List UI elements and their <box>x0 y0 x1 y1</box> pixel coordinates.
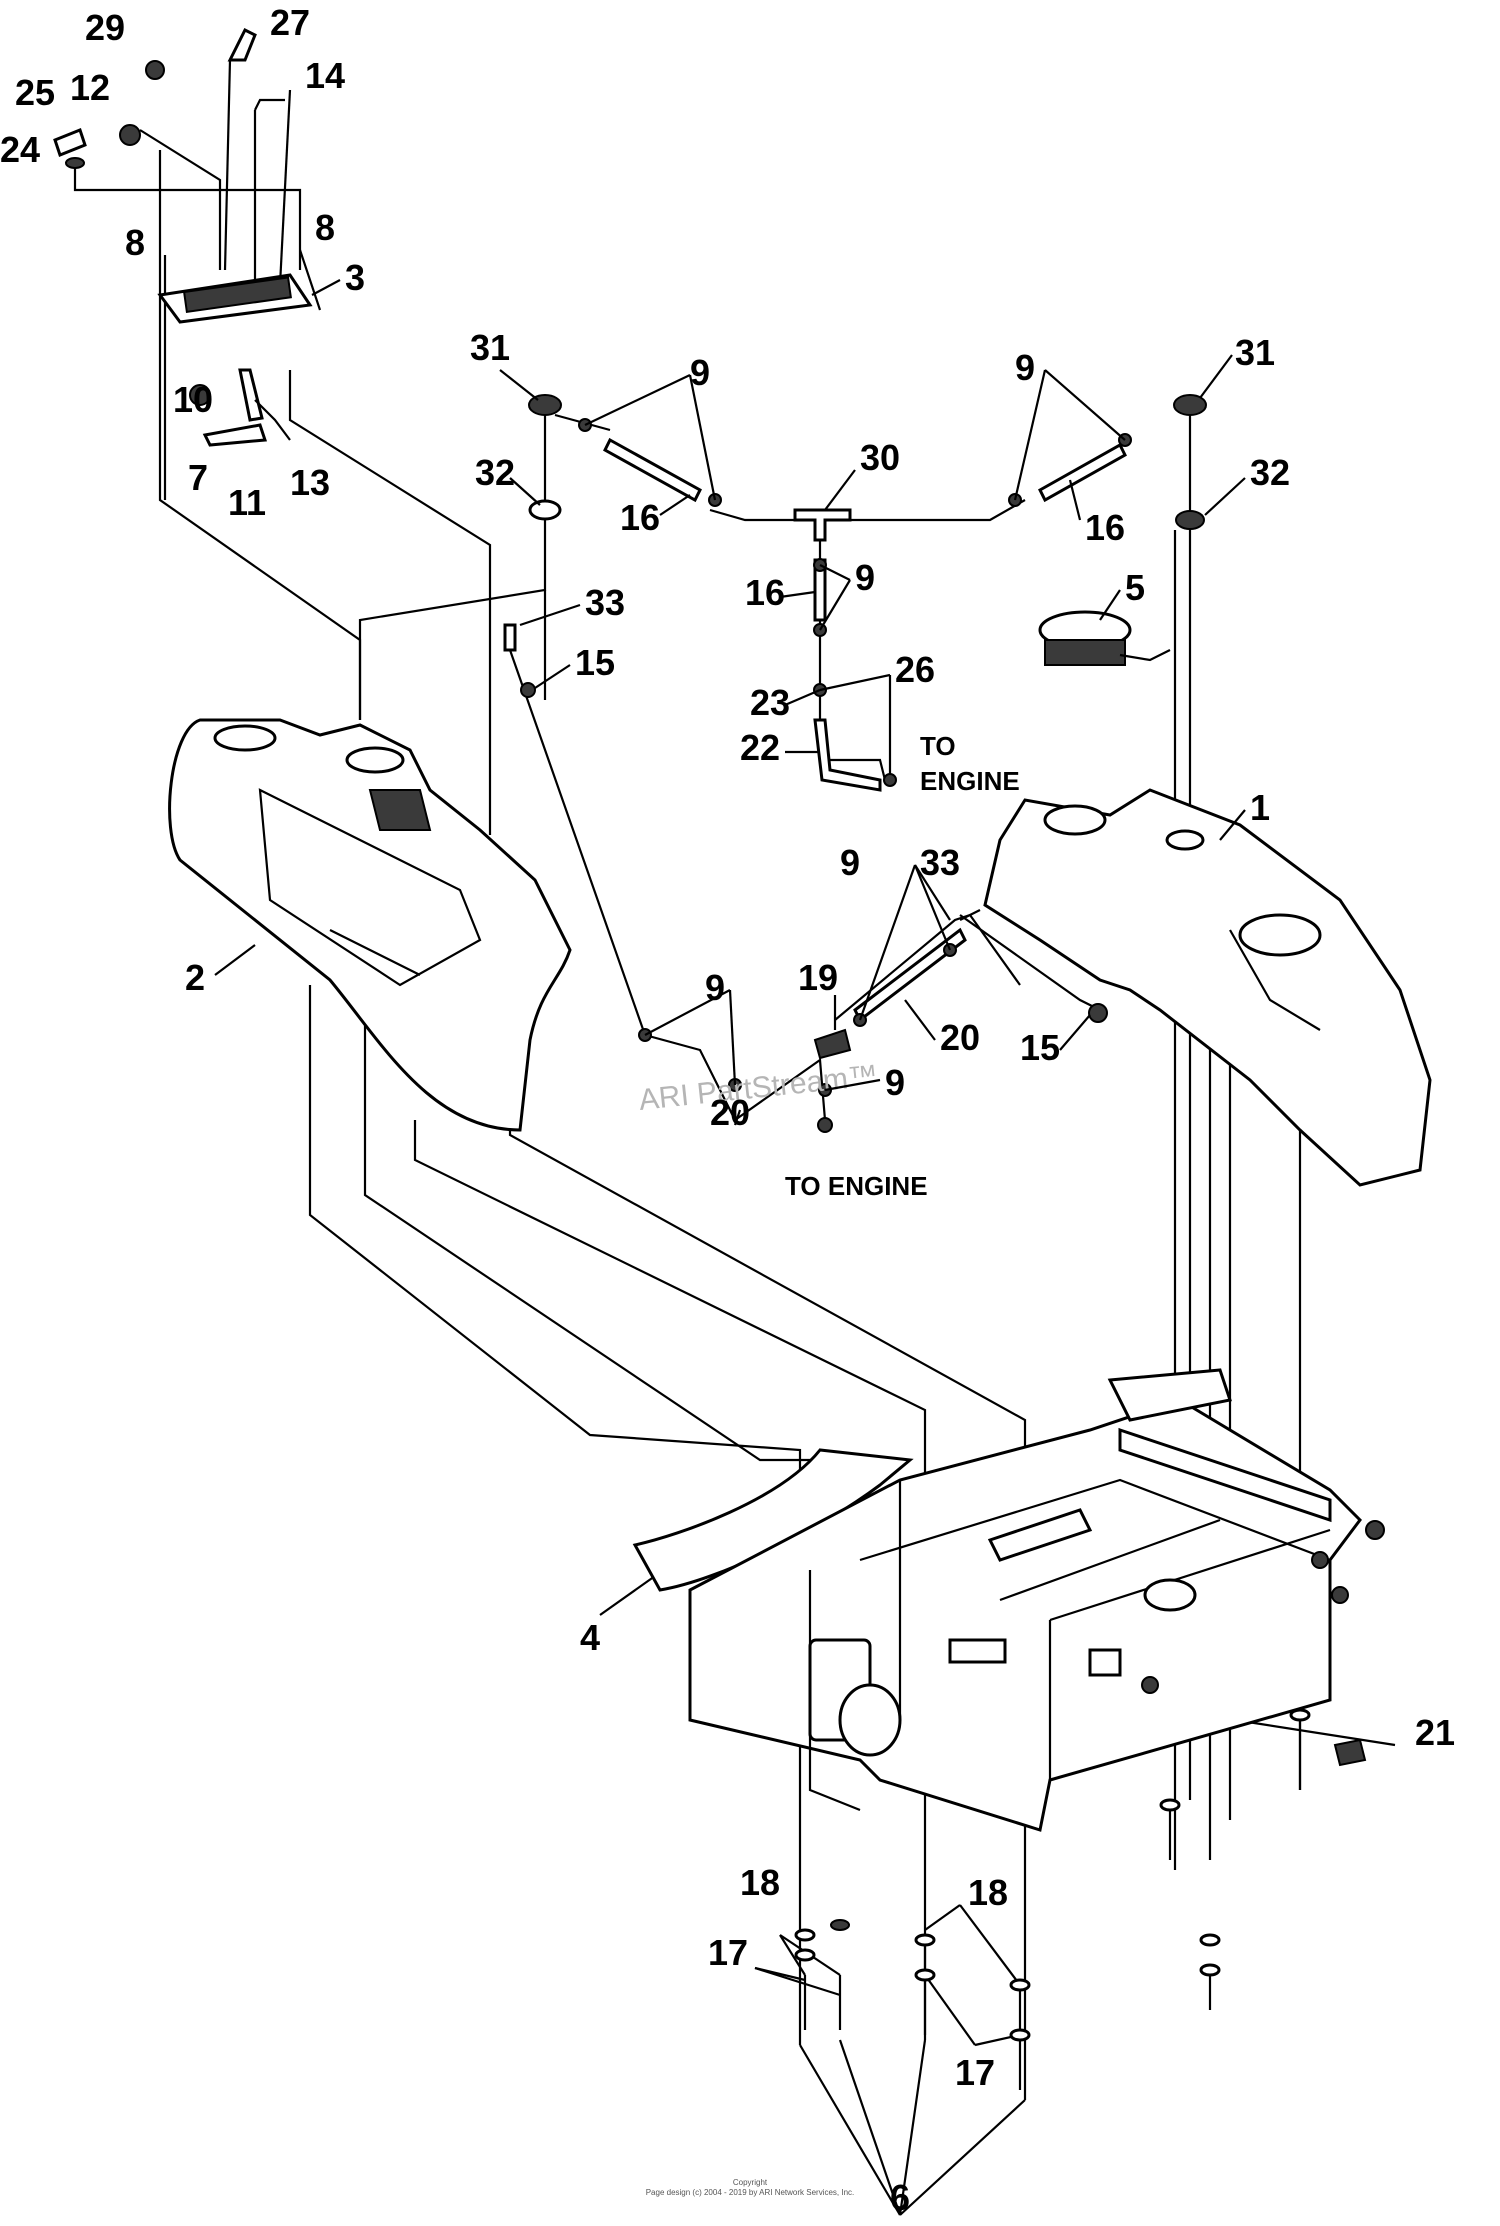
switch-25 <box>53 128 87 157</box>
callout-2: 2 <box>185 957 205 998</box>
fuel-line-22 <box>813 718 882 792</box>
callout-15b: 15 <box>1020 1027 1060 1068</box>
callout-21: 21 <box>1415 1712 1455 1753</box>
clip-21 <box>1333 1738 1367 1767</box>
copyright-line-1: Copyright <box>733 2178 768 2187</box>
grommet-31-right <box>1173 394 1207 416</box>
leader-lines <box>73 59 1396 2216</box>
choke-cable <box>254 98 285 111</box>
callout-33b: 33 <box>920 842 960 883</box>
callout-8b: 8 <box>315 207 335 248</box>
throttle-lever <box>227 27 257 62</box>
callout-11: 11 <box>228 482 266 523</box>
callout-20b: 20 <box>940 1017 980 1058</box>
callout-3: 3 <box>345 257 365 298</box>
callout-16b: 16 <box>1085 507 1125 548</box>
clip-15-lower <box>1088 1003 1108 1023</box>
line-33-upper <box>503 623 517 652</box>
callout-9a: 9 <box>690 352 710 393</box>
callout-30: 30 <box>860 437 900 478</box>
callout-15a: 15 <box>575 642 615 683</box>
callout-9f: 9 <box>885 1062 905 1103</box>
callout-5: 5 <box>1125 567 1145 608</box>
callout-14: 14 <box>305 55 345 96</box>
callout-23: 23 <box>750 682 790 723</box>
parts <box>53 27 1432 2090</box>
watermark: ARI PartStream™ <box>637 1059 879 1117</box>
callout-4: 4 <box>580 1617 600 1658</box>
callout-8a: 8 <box>125 222 145 263</box>
nut-10 <box>189 384 211 406</box>
callout-17b: 17 <box>955 2052 995 2093</box>
tee-fitting-30 <box>793 508 852 542</box>
callout-31b: 31 <box>1235 332 1275 373</box>
callout-22: 22 <box>740 727 780 768</box>
callout-12: 12 <box>70 67 110 108</box>
lever-11 <box>238 368 264 422</box>
callout-leaders <box>214 279 1246 1126</box>
bolts-and-washers <box>794 1708 1311 2090</box>
copyright-line-2: Page design (c) 2004 - 2019 by ARI Netwo… <box>646 2188 855 2197</box>
switch-12 <box>119 124 141 146</box>
key-switch <box>145 60 165 80</box>
callout-32b: 32 <box>1250 452 1290 493</box>
callout-7: 7 <box>188 457 208 498</box>
callout-17a: 17 <box>708 1932 748 1973</box>
callout-16a: 16 <box>620 497 660 538</box>
callout-9c: 9 <box>855 557 875 598</box>
callout-24: 24 <box>0 129 40 170</box>
callout-18a: 18 <box>740 1862 780 1903</box>
callout-33a: 33 <box>585 582 625 623</box>
bushing-32-right <box>1175 510 1205 530</box>
callout-6: 6 <box>890 2177 910 2218</box>
hose-16-right <box>1038 442 1127 503</box>
callout-16c: 16 <box>745 572 785 613</box>
clip-15-upper <box>520 682 536 698</box>
callout-31a: 31 <box>470 327 510 368</box>
fuel-tank-left <box>168 718 572 1132</box>
line-33-lower <box>959 909 981 921</box>
washer-24 <box>65 157 85 169</box>
to-engine-upper-1: TO <box>920 731 956 761</box>
callout-18b: 18 <box>968 1872 1008 1913</box>
callout-27: 27 <box>270 2 310 43</box>
shutoff-valve-19 <box>813 1028 852 1060</box>
bracket-7 <box>202 423 268 447</box>
callout-9d: 9 <box>840 842 860 883</box>
callout-10: 10 <box>173 379 213 420</box>
callout-25: 25 <box>15 72 55 113</box>
chassis-frame <box>632 1368 1385 1832</box>
callout-13: 13 <box>290 462 330 503</box>
fuel-tank-right <box>983 788 1432 1187</box>
callout-1: 1 <box>1250 787 1270 828</box>
callout-29: 29 <box>85 7 125 48</box>
callout-9b: 9 <box>1015 347 1035 388</box>
to-engine-upper-2: ENGINE <box>920 766 1020 796</box>
callout-26: 26 <box>895 649 935 690</box>
to-engine-lower: TO ENGINE <box>785 1171 928 1201</box>
callout-19: 19 <box>798 957 838 998</box>
callout-labels: 1 2 3 4 5 6 7 8 8 9 9 9 9 9 9 10 11 12 1… <box>0 2 1455 2218</box>
callout-9e: 9 <box>705 967 725 1008</box>
part-13 <box>254 399 291 441</box>
bushing-32-left <box>528 499 562 521</box>
hose-16-left <box>603 437 702 503</box>
callout-32a: 32 <box>475 452 515 493</box>
callout-20a: 20 <box>710 1092 750 1133</box>
